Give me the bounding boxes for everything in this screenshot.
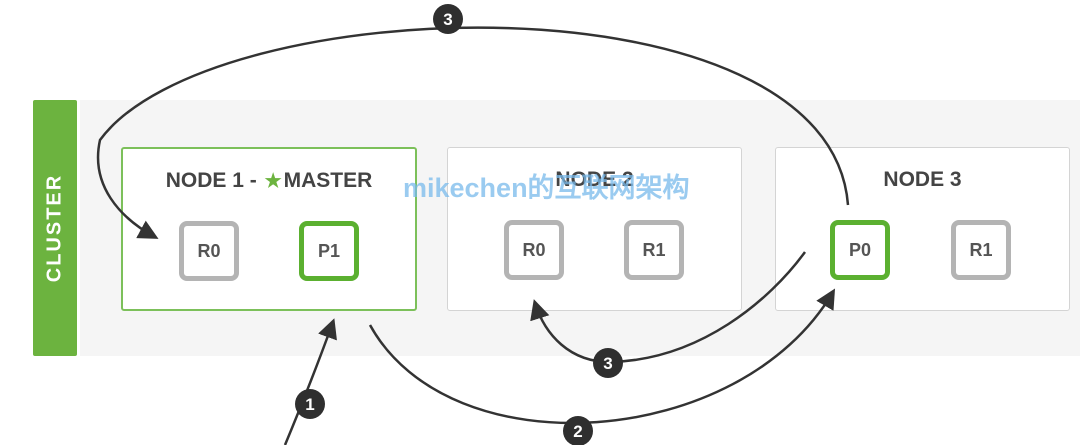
step-badge-3-top: 3 (433, 4, 463, 34)
node-2-shard-r0: R0 (504, 220, 564, 280)
step-badge-3-top-label: 3 (443, 10, 452, 29)
node-3-shard-r1: R1 (951, 220, 1011, 280)
step-badge-2: 2 (563, 416, 593, 445)
node-1-master-label: MASTER (283, 169, 373, 192)
step-badge-3-bottom-label: 3 (603, 354, 612, 373)
node-2: NODE 2 R0 R1 (447, 147, 742, 311)
node-1: NODE 1 - ★MASTER R0 P1 (121, 147, 417, 311)
node-1-shard-r0: R0 (179, 221, 239, 281)
node-2-shard-r1: R1 (624, 220, 684, 280)
node-3-shard-p0: P0 (830, 220, 890, 280)
cluster-bar (33, 100, 77, 356)
node-1-title: NODE 1 - ★MASTER (123, 169, 415, 193)
arrow-step-1 (283, 318, 337, 445)
step-badge-2-label: 2 (573, 422, 582, 441)
node-2-title: NODE 2 (555, 168, 634, 191)
arrow-step-3-node2 (530, 251, 807, 364)
node-1-shard-p1: P1 (299, 221, 359, 281)
step-badge-3-bottom: 3 (593, 348, 623, 378)
step-badge-1-label: 1 (305, 395, 314, 414)
watermark: mikechen的互联网架构 (403, 173, 690, 203)
node-3: NODE 3 P0 R1 (775, 147, 1070, 311)
arrow-step-3-node1 (96, 26, 850, 239)
step-badge-1: 1 (295, 389, 325, 419)
node-3-title: NODE 3 (883, 168, 962, 191)
star-icon: ★ (264, 171, 282, 192)
arrow-step-2 (368, 288, 836, 425)
node-1-title-text: NODE 1 - (165, 169, 263, 192)
